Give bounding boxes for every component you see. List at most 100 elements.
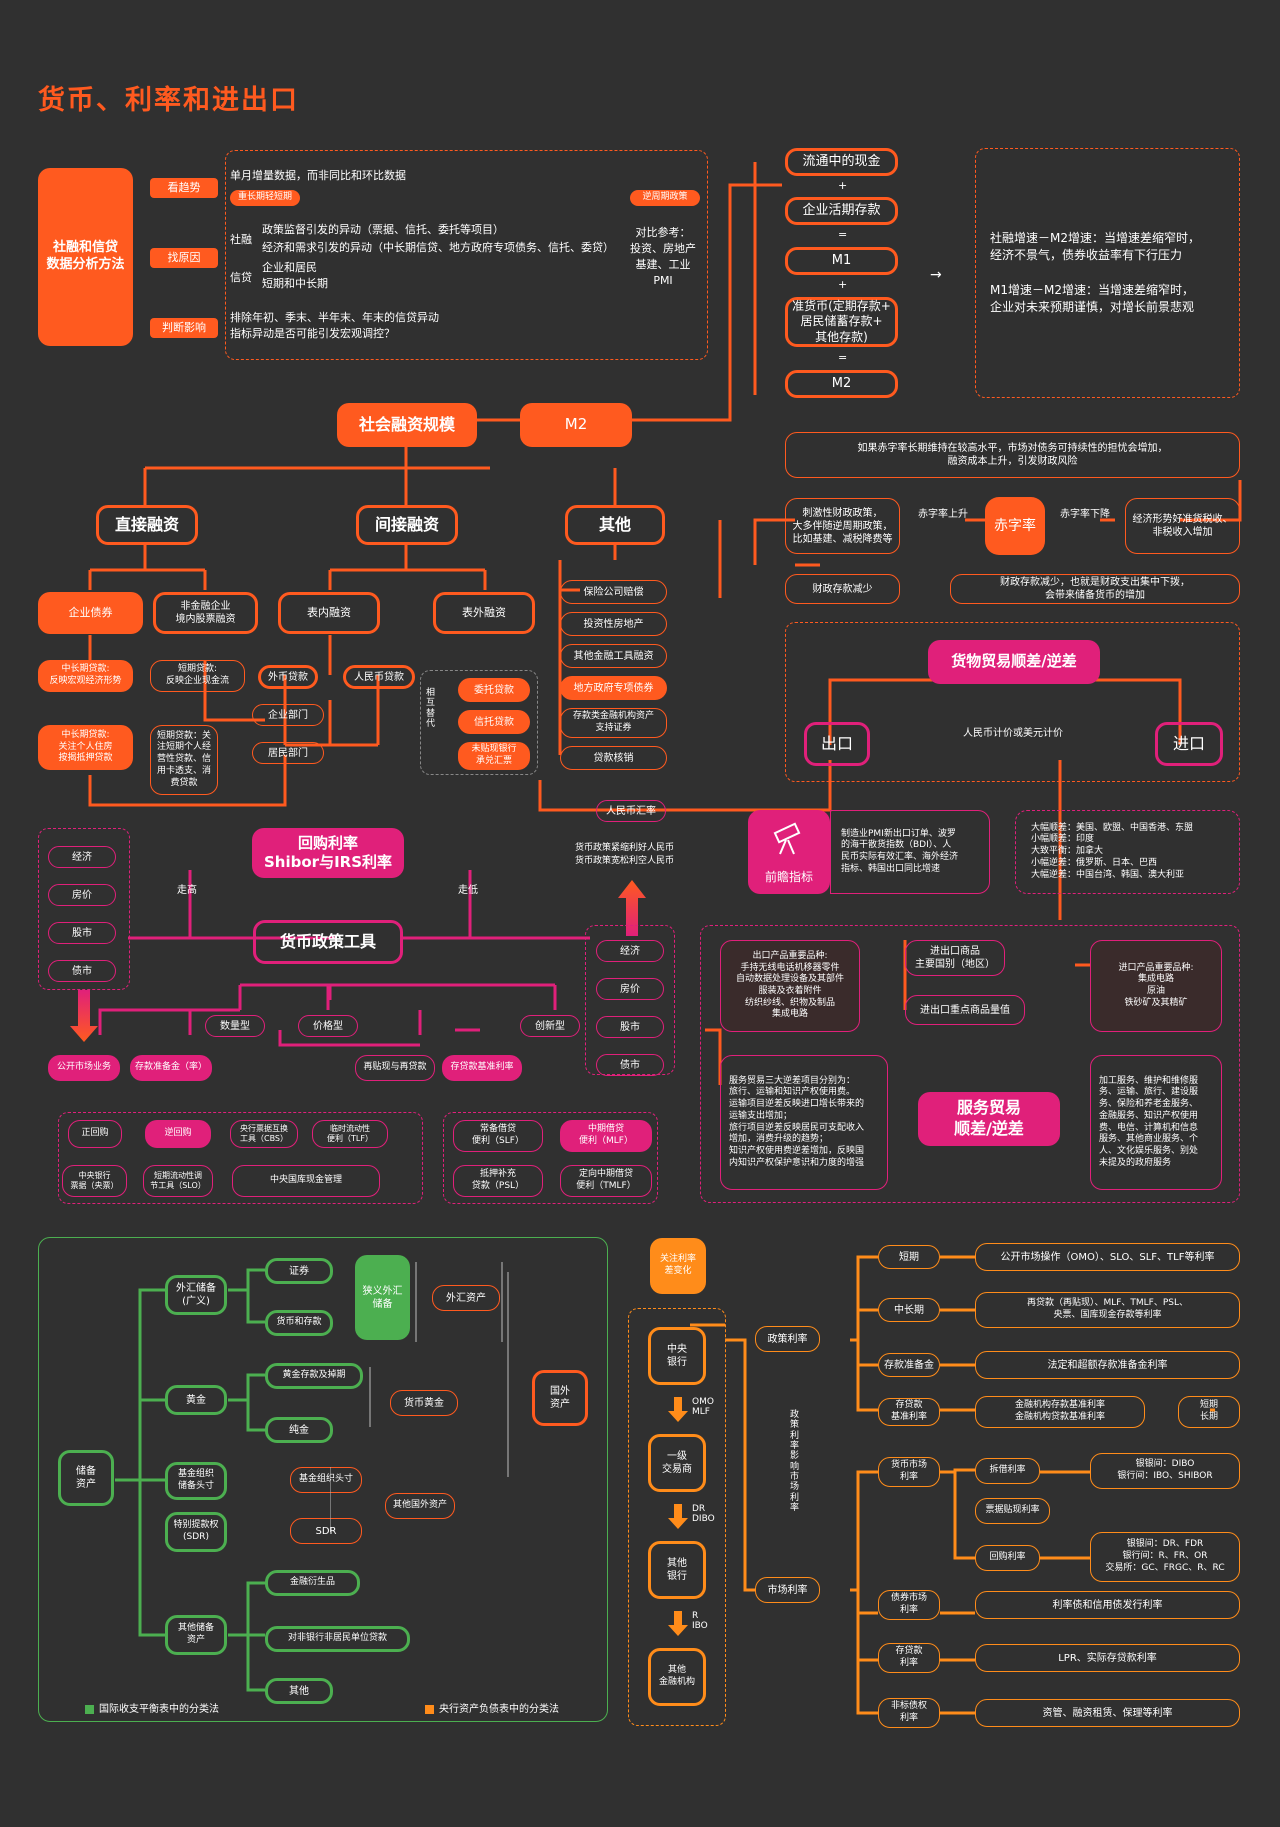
right-indicator-1: 房价 <box>596 978 664 1000</box>
focus-rate-spread: 关注利率 差变化 <box>650 1238 706 1294</box>
bond-market-rate: 债券市场 利率 <box>878 1590 940 1620</box>
tool-slo: 短期流动性调 节工具（SLO） <box>143 1165 213 1197</box>
tool-treasury-cash: 中央国库现金管理 <box>232 1165 380 1197</box>
legend-orange-label: 央行资产负债表中的分类法 <box>439 1704 559 1715</box>
rediscount-relending: 再贴现与再贷款 <box>355 1055 435 1081</box>
credit-detail-box <box>225 150 708 360</box>
key-goods-value: 进出口重点商品量值 <box>905 995 1025 1025</box>
right-indicator-2: 股市 <box>596 1016 664 1038</box>
rate-benchmark: 存贷款 基准利率 <box>878 1398 940 1426</box>
page-title: 货币、利率和进出口 <box>38 85 299 116</box>
m2-node: M2 <box>520 403 632 447</box>
chain-arrow-2-label: DR DIBO <box>692 1504 715 1525</box>
tool-mlf: 中期借贷 便利（MLF） <box>560 1120 652 1152</box>
cause-text-3: 企业和居民 短期和中长期 <box>262 261 328 290</box>
deficit-fall: 赤字率下降 <box>1060 509 1110 520</box>
left-indicator-0: 经济 <box>48 846 116 868</box>
impact-tag: 判断影响 <box>150 318 218 338</box>
innovative-type: 创新型 <box>520 1015 580 1037</box>
rate-benchmark-desc: 金融机构存款基准利率 金融机构贷款基准利率 <box>975 1396 1145 1428</box>
on-balance-financing: 表内融资 <box>278 592 380 634</box>
m2-cash: 流通中的现金 <box>785 148 898 176</box>
deposit-loan-rate: 存贷款 利率 <box>878 1643 940 1673</box>
other-financing-item-1: 投资性房地产 <box>560 612 667 636</box>
legend-green: 国际收支平衡表中的分类法 <box>85 1700 219 1715</box>
telescope-icon <box>768 818 808 858</box>
rate-chain-box <box>628 1308 726 1726</box>
m2-note-2: M1增速－M2增速：当增速差缩窄时， 企业对未来预期谨慎，对增长前景悲观 <box>990 283 1195 315</box>
monetary-policy-tools: 货币政策工具 <box>253 920 403 964</box>
right-tools-box <box>443 1112 658 1204</box>
chain-primary-dealer: 一级 交易商 <box>648 1434 706 1492</box>
trade-region <box>785 622 1240 782</box>
down-arrow-icon <box>70 990 98 1042</box>
deposit-loan-desc: LPR、实际存贷款利率 <box>975 1644 1240 1672</box>
policy-rate: 政策利率 <box>755 1326 820 1352</box>
fund-position: 基金组织头寸 <box>290 1467 362 1493</box>
trust-loan: 信托贷款 <box>458 710 530 734</box>
repo-shibor-irs: 回购利率 Shibor与IRS利率 <box>252 828 404 878</box>
left-indicator-3: 债市 <box>48 960 116 982</box>
m2-demand-deposit: 企业活期存款 <box>785 197 898 225</box>
derivatives: 金融衍生品 <box>265 1570 360 1596</box>
off-balance-group <box>420 670 538 775</box>
leading-indicator: 前瞻指标 <box>748 810 830 894</box>
price-type: 价格型 <box>298 1015 358 1037</box>
rate-short: 短期 <box>878 1245 940 1269</box>
other-foreign-assets: 其他国外资产 <box>385 1493 455 1519</box>
m2-eq-2: = <box>838 351 848 364</box>
tool-central-bill: 中央银行 票据（央票） <box>62 1165 127 1197</box>
long-term-tag: 重长期轻短期 <box>230 190 300 206</box>
rate-term: 短期 长期 <box>1178 1396 1240 1428</box>
legend-orange: 央行资产负债表中的分类法 <box>425 1700 559 1715</box>
fx-reserve-broad: 外汇储备 (广义) <box>165 1275 227 1315</box>
main-goods-region: 进出口商品 主要国别（地区） <box>905 940 1005 976</box>
export-node: 出口 <box>804 722 870 766</box>
gold: 黄金 <box>165 1385 227 1415</box>
mid-long-loan-b: 中长期贷款: 关注个人住房 按揭抵押贷款 <box>38 725 133 770</box>
other-financing-item-0: 保险公司赔偿 <box>560 580 667 604</box>
service-trade-balance: 服务贸易 顺差/逆差 <box>918 1092 1060 1146</box>
tool-cbs: 央行票据互换 工具（CBS） <box>230 1120 298 1148</box>
left-indicators-box <box>38 828 130 990</box>
foreign-assets: 国外 资产 <box>532 1370 588 1426</box>
tool-reverse-repo-neg: 正回购 <box>68 1120 122 1148</box>
counter-cyclical-tag: 逆周期政策 <box>630 190 700 206</box>
rate-reserve-desc: 法定和超额存款准备金利率 <box>975 1351 1240 1379</box>
leading-indicator-text: 制造业PMI新出口订单、波罗 的海干散货指数（BDI）、人 民币实际有效汇率、海… <box>830 810 990 894</box>
she-rong-label: 社融 <box>230 233 252 246</box>
tool-psl: 抵押补充 贷款（PSL） <box>453 1165 543 1197</box>
rate-mid-long: 中长期 <box>878 1298 940 1322</box>
stimulus-policy: 刺激性财政政策， 大多伴随逆周期政策， 比如基建、减税降费等 <box>785 498 900 554</box>
social-financing-root: 社会融资规模 <box>337 403 477 447</box>
cause-text-2: 经济和需求引发的异动（中长期信贷、地方政府专项债务、信托、委贷） <box>262 241 614 254</box>
tool-tmlf: 定向中期借贷 便利（TMLF） <box>560 1165 652 1197</box>
compare-text: 对比参考： 投资、房地产 基建、工业 PMI <box>630 226 696 287</box>
import-goods: 进口产品重要品种: 集成电路 原油 铁砂矿及其精矿 <box>1090 940 1222 1032</box>
non-standard-rate: 非标债权 利率 <box>878 1698 940 1728</box>
right-indicators-box <box>585 925 675 1075</box>
policy-affects-market: 政策利率影响市场利率 <box>790 1410 800 1514</box>
benchmark-rate: 存贷款基准利率 <box>442 1055 522 1081</box>
securities: 证券 <box>265 1258 333 1284</box>
tool-tlf: 临时流动性 便利（TLF） <box>312 1120 388 1148</box>
left-indicator-2: 股市 <box>48 922 116 944</box>
chain-arrow-1-label: OMO MLF <box>692 1397 714 1418</box>
money-market-rate: 货币市场 利率 <box>878 1457 940 1487</box>
currency-deposits: 货币和存款 <box>265 1310 333 1336</box>
bond-desc: 利率债和信用债发行利率 <box>975 1591 1240 1619</box>
fx-assets: 外汇资产 <box>432 1285 500 1311</box>
import-node: 进口 <box>1155 722 1223 766</box>
service-trade-note: 服务贸易三大逆差项目分别为： 旅行、运输和知识产权使用费。 运输项目逆差反映进口… <box>720 1055 888 1190</box>
chain-other-banks: 其他 银行 <box>648 1541 706 1599</box>
rate-reserve: 存款准备金 <box>878 1353 940 1377</box>
right-indicator-3: 债市 <box>596 1054 664 1076</box>
other-financing-item-3: 地方政府专项债券 <box>560 676 667 700</box>
service-items: 加工服务、维护和维修服 务、运输、旅行、建设服 务、保险和养老金服务、 金融服务… <box>1090 1055 1222 1190</box>
indirect-financing: 间接融资 <box>356 505 458 545</box>
mid-long-loan-a: 中长期贷款: 反映宏观经济形势 <box>38 660 133 692</box>
interbank-rate: 拆借利率 <box>975 1458 1040 1484</box>
reserve-others: 其他 <box>265 1678 333 1704</box>
rate-mid-long-desc: 再贷款（再贴现）、MLF、TMLF、PSL、 央票、国库现金存款等利率 <box>975 1292 1240 1328</box>
